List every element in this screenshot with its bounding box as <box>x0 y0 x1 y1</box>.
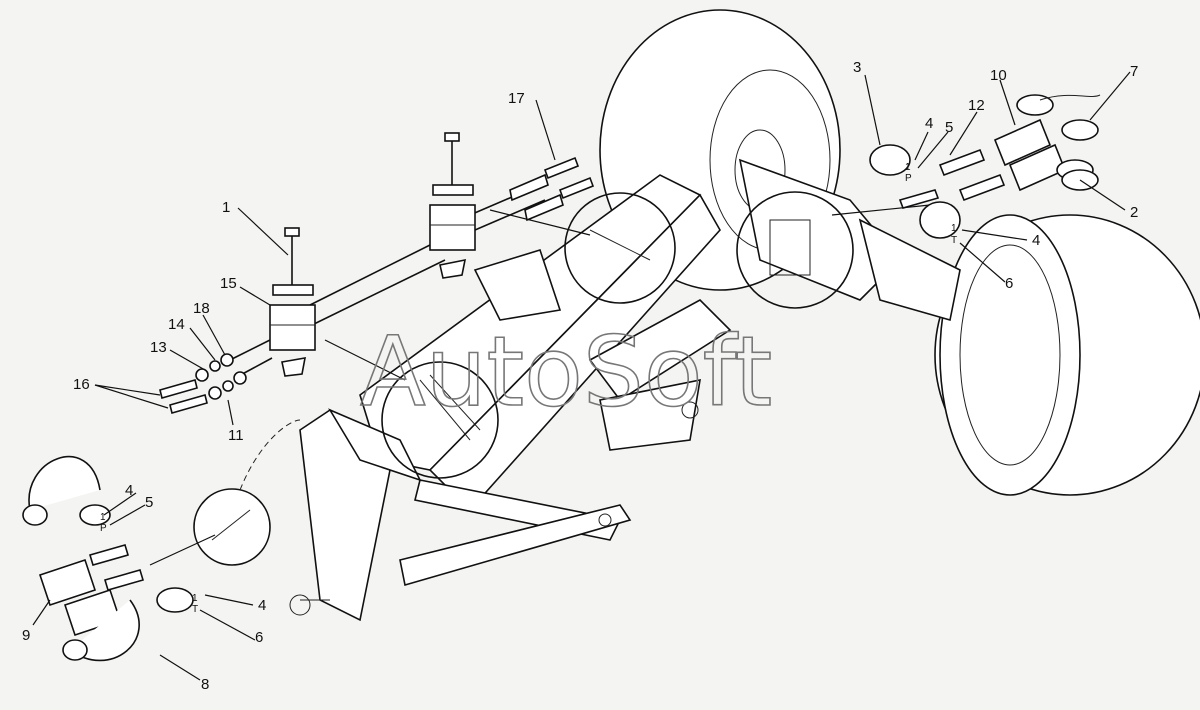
callout-16: 16 <box>73 376 90 393</box>
detail-leader-1 <box>239 419 301 491</box>
callout-3: 3 <box>853 59 861 76</box>
hydraulic-pipes <box>229 184 546 379</box>
detail-circle-2 <box>564 192 676 304</box>
detail-leader-4 <box>831 204 931 216</box>
callout-4-front-bottom: 4 <box>258 597 266 614</box>
port-tag-t-rear: T <box>951 235 957 246</box>
front-quick-couplers <box>22 456 194 662</box>
callout-5-front: 5 <box>145 494 153 511</box>
clamp-upper <box>429 132 476 279</box>
nuts-and-washers <box>159 353 247 414</box>
callout-1: 1 <box>222 199 230 216</box>
callout-11: 11 <box>228 427 244 444</box>
callout-4-rear-top: 4 <box>925 115 933 132</box>
port-tag-p-rear: P <box>905 173 912 184</box>
tractor-frame <box>289 158 961 622</box>
callout-6-rear: 6 <box>1005 275 1013 292</box>
callout-8: 8 <box>201 676 209 693</box>
clamp-lower <box>269 227 316 377</box>
callout-4-front-top: 4 <box>125 482 133 499</box>
port-tag-1-front-bottom: 1 <box>192 593 198 604</box>
callout-2: 2 <box>1130 204 1138 221</box>
callout-17: 17 <box>508 90 525 107</box>
callout-7: 7 <box>1130 63 1138 80</box>
callout-4-rear-bottom: 4 <box>1032 232 1040 249</box>
port-tag-1-front-top: 1 <box>100 512 106 523</box>
detail-circle-3 <box>736 191 854 309</box>
callout-15: 15 <box>220 275 237 292</box>
callout-12: 12 <box>968 97 985 114</box>
port-tag-t-front: T <box>192 604 198 615</box>
callout-18: 18 <box>193 300 210 317</box>
callout-9: 9 <box>22 627 30 644</box>
rear-quick-couplers <box>869 94 1101 239</box>
detail-leader-2 <box>324 339 406 381</box>
port-tag-1-rear-bottom: 1 <box>951 223 957 234</box>
detail-circle-1 <box>381 361 499 479</box>
callout-14: 14 <box>168 316 185 333</box>
callout-13: 13 <box>150 339 167 356</box>
callout-5-rear: 5 <box>945 119 953 136</box>
port-tag-p-front: P <box>100 523 107 534</box>
port-tags: 1 P 1 T 1 P 1 T <box>100 162 957 615</box>
watermark: AutoSoft <box>360 316 772 428</box>
upper-couplings <box>509 156 595 222</box>
rear-wheel-right <box>934 214 1200 496</box>
callout-leaders <box>32 71 1131 681</box>
callout-10: 10 <box>990 67 1007 84</box>
callout-6-front: 6 <box>255 629 263 646</box>
detail-circle-4 <box>193 488 271 566</box>
detail-leader-3 <box>489 209 591 236</box>
detail-leader-5 <box>149 534 216 566</box>
port-tag-1-rear-top: 1 <box>905 162 911 173</box>
